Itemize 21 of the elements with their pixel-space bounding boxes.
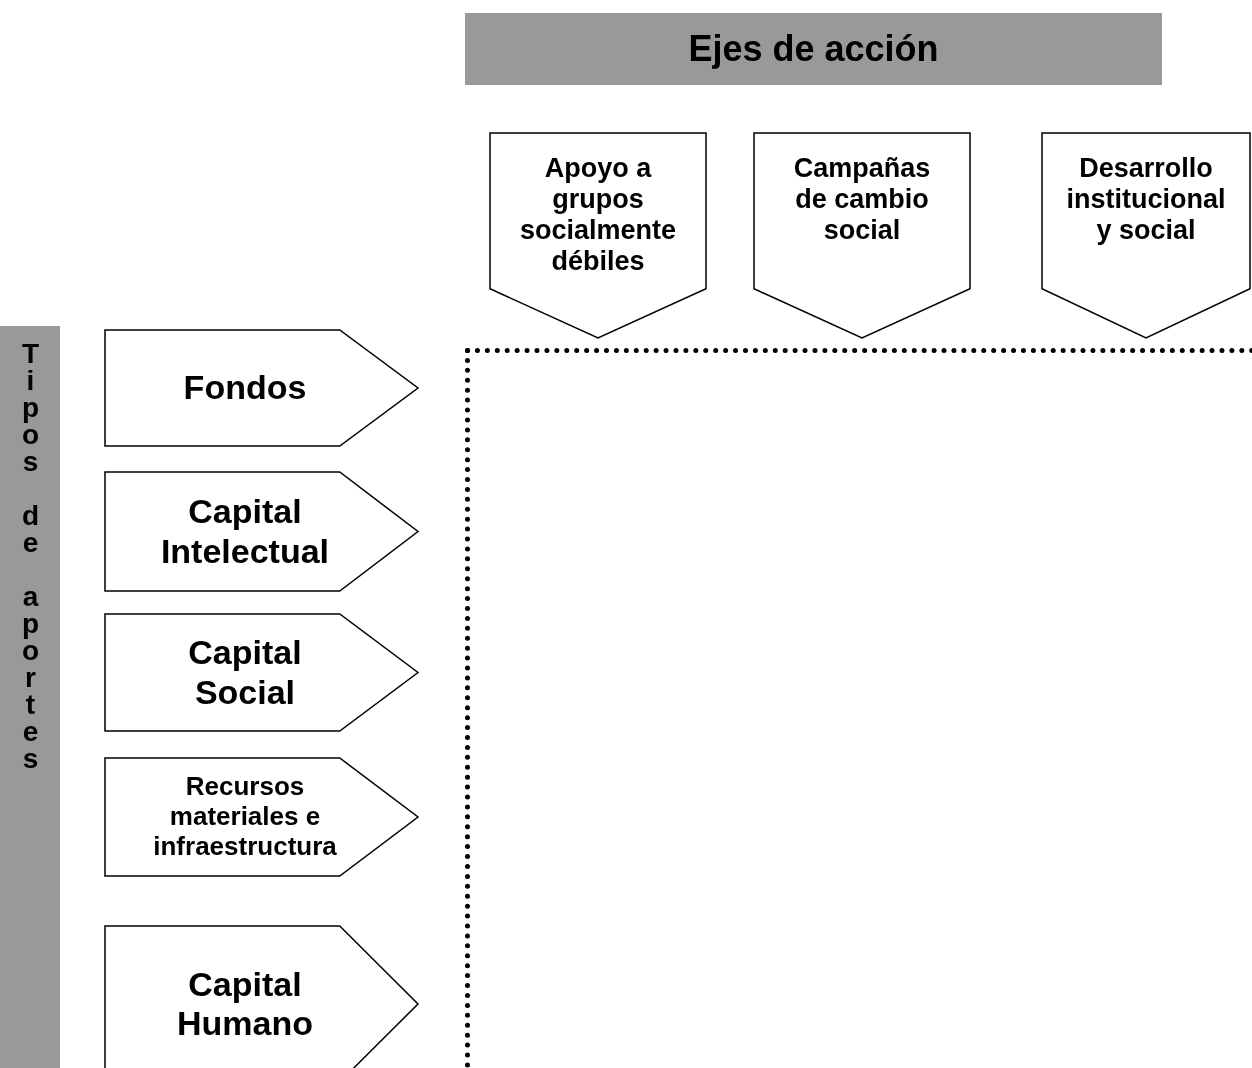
row-heading-shape: [105, 758, 418, 876]
label: Recursos materiales e infraestructura: [152, 770, 338, 863]
row-heading-shape: [105, 330, 418, 446]
heading: Ejes de acción: [687, 27, 940, 72]
dotted-area: [465, 348, 1252, 1068]
side-band: [0, 326, 60, 1068]
row-heading-shape: [105, 926, 418, 1068]
label: Capital Social: [187, 632, 303, 713]
label: Capital Humano: [176, 963, 314, 1044]
row-heading-shape: [105, 472, 418, 591]
column-heading-shape: [490, 133, 706, 338]
label: Campañas de cambio social: [792, 152, 932, 248]
vertical-heading: Tipos de aportes: [16, 338, 44, 770]
label: Capital Intelectual: [159, 491, 331, 572]
label: Fondos: [182, 367, 308, 409]
column-heading-shape: [1042, 133, 1250, 338]
row-heading-shape: [105, 614, 418, 731]
label: Desarrollo institucional y social: [1065, 152, 1227, 248]
column-heading-shape: [754, 133, 970, 338]
header-band: [465, 13, 1162, 85]
label: Apoyo a grupos socialmente débiles: [518, 152, 678, 279]
